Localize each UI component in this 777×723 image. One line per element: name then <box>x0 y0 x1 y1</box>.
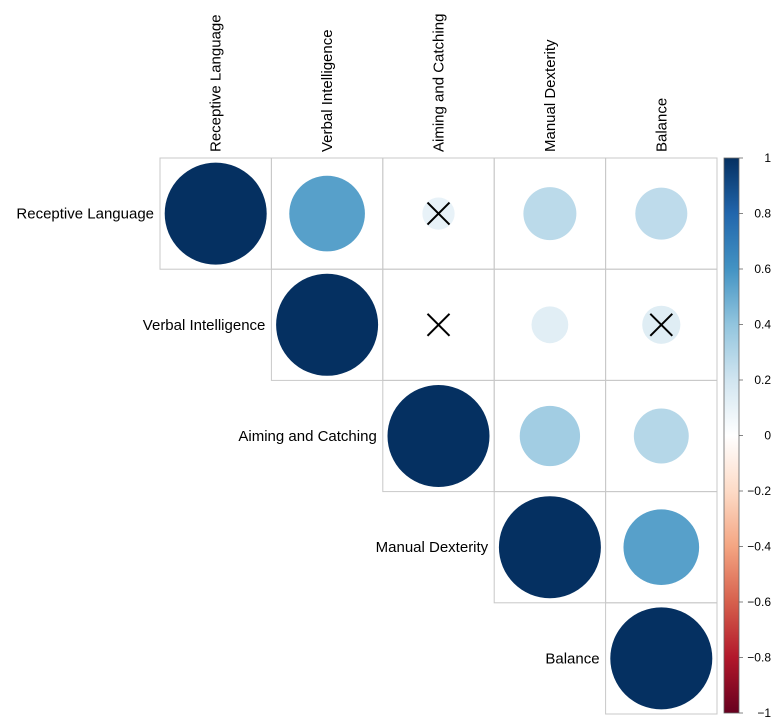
row-label: Aiming and Catching <box>238 428 376 445</box>
colorbar-tick-label: 0 <box>764 429 771 443</box>
correlation-circle <box>498 496 601 599</box>
correlation-circle <box>387 385 490 487</box>
correlation-circle <box>610 607 713 710</box>
correlation-circle <box>623 509 700 586</box>
colorbar-tick-label: 0.8 <box>754 207 771 221</box>
row-label: Balance <box>545 650 599 667</box>
correlation-circle <box>276 273 379 376</box>
colorbar-tick-label: −0.2 <box>747 484 771 498</box>
colorbar-gradient <box>723 157 740 714</box>
row-label: Receptive Language <box>16 206 154 223</box>
correlation-circle <box>519 405 581 467</box>
correlation-circle <box>289 175 365 252</box>
colorbar-tick-label: −1 <box>757 706 771 720</box>
column-label: Balance <box>653 98 670 152</box>
colorbar-tick-label: 1 <box>764 151 771 165</box>
colorbar-tick-label: −0.4 <box>747 540 771 554</box>
grid <box>159 157 718 715</box>
correlation-circle <box>531 306 569 344</box>
column-label: Manual Dexterity <box>542 39 559 152</box>
row-label: Verbal Intelligence <box>143 317 266 334</box>
column-label: Receptive Language <box>208 14 225 152</box>
grid-cell <box>605 602 718 715</box>
column-label: Aiming and Catching <box>431 14 448 152</box>
correlation-circle <box>164 162 267 265</box>
colorbar-tick-label: 0.2 <box>754 373 771 387</box>
colorbar-tick-label: −0.8 <box>747 651 771 665</box>
nonsignificant-cross <box>649 313 674 337</box>
column-label: Verbal Intelligence <box>319 29 336 152</box>
colorbar-tick-label: 0.6 <box>754 262 771 276</box>
correlation-circle <box>523 187 577 241</box>
colorbar: 1 0.8 0.6 0.4 0.2 0 −0.2 −0.4 −0.6 −0.8 −1 <box>723 151 771 720</box>
row-label: Manual Dexterity <box>376 539 489 556</box>
nonsignificant-cross <box>426 201 451 226</box>
colorbar-tick-label: −0.6 <box>747 595 771 609</box>
column-labels: Receptive Language Verbal Intelligence Aim… <box>208 14 671 152</box>
correlation-circle <box>633 408 689 464</box>
circles <box>164 162 713 710</box>
nonsignificant-cross <box>426 313 451 337</box>
colorbar-tick-label: 0.4 <box>754 318 771 332</box>
correlation-circle <box>635 187 688 240</box>
